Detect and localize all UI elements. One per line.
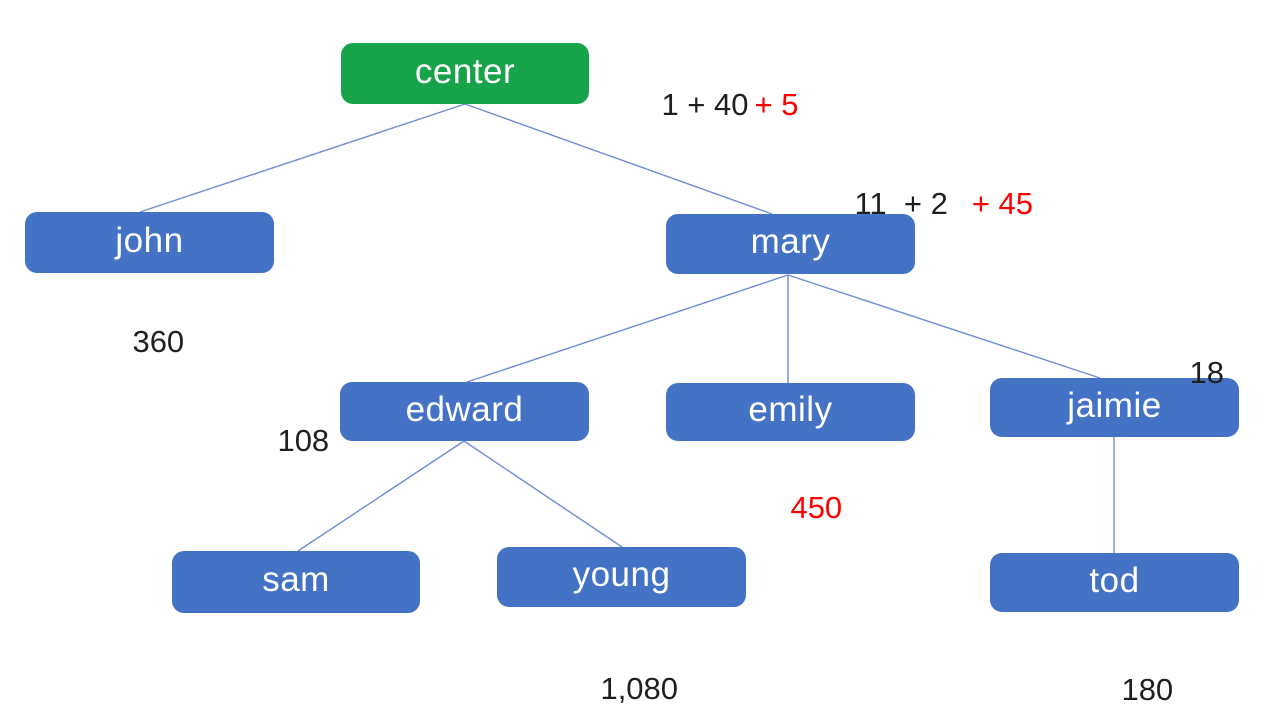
node-label: tod	[1089, 560, 1140, 600]
annotation-value: 180	[1121, 672, 1174, 708]
node-jaimie[interactable]: jaimie	[990, 378, 1239, 437]
connector-mary-jaimie	[787, 274, 1101, 379]
annotation-edward-value: 108	[243, 390, 329, 492]
node-label: jaimie	[1067, 385, 1162, 425]
annotation-value: 360	[132, 324, 185, 360]
node-label: sam	[262, 560, 330, 599]
node-sam[interactable]: sam	[172, 551, 420, 613]
node-young[interactable]: young	[497, 547, 746, 607]
connector-center-john	[139, 103, 466, 213]
annotation-value: 18	[1189, 355, 1224, 391]
annotation-emily-value: 450	[756, 457, 842, 559]
node-label: mary	[750, 222, 831, 261]
connector-edward-young	[463, 440, 623, 548]
node-label: center	[414, 51, 516, 91]
annotation-value: 1,080	[600, 671, 679, 707]
node-emily[interactable]: emily	[666, 383, 915, 441]
annotation-value: 450	[790, 490, 843, 526]
annotation-center-sum: 1 + 40+ 5	[627, 54, 798, 156]
annotation-sum-red: + 45	[971, 186, 1034, 222]
annotation-value: 108	[277, 423, 330, 459]
annotation-young-value: 1,080	[566, 638, 678, 708]
annotation-john-value: 360	[98, 291, 184, 393]
annotation-sum-red: + 5	[754, 87, 799, 123]
node-label: young	[572, 555, 671, 594]
node-mary[interactable]: mary	[666, 214, 915, 274]
node-tod[interactable]: tod	[990, 553, 1239, 612]
annotation-jaimie-value: 18	[1155, 322, 1224, 424]
annotation-sum-black: 1 + 40	[661, 87, 749, 123]
node-john[interactable]: john	[25, 212, 274, 273]
node-label: emily	[748, 390, 833, 429]
node-label: edward	[405, 389, 524, 429]
annotation-tod-value: 180	[1087, 639, 1173, 708]
node-edward[interactable]: edward	[340, 382, 589, 441]
node-center[interactable]: center	[341, 43, 589, 104]
annotation-sum-black: 11 + 2	[854, 186, 948, 222]
annotation-mary-sum: 11 + 2 + 45	[820, 153, 1033, 255]
connector-mary-edward	[466, 274, 789, 383]
node-label: john	[115, 220, 184, 260]
